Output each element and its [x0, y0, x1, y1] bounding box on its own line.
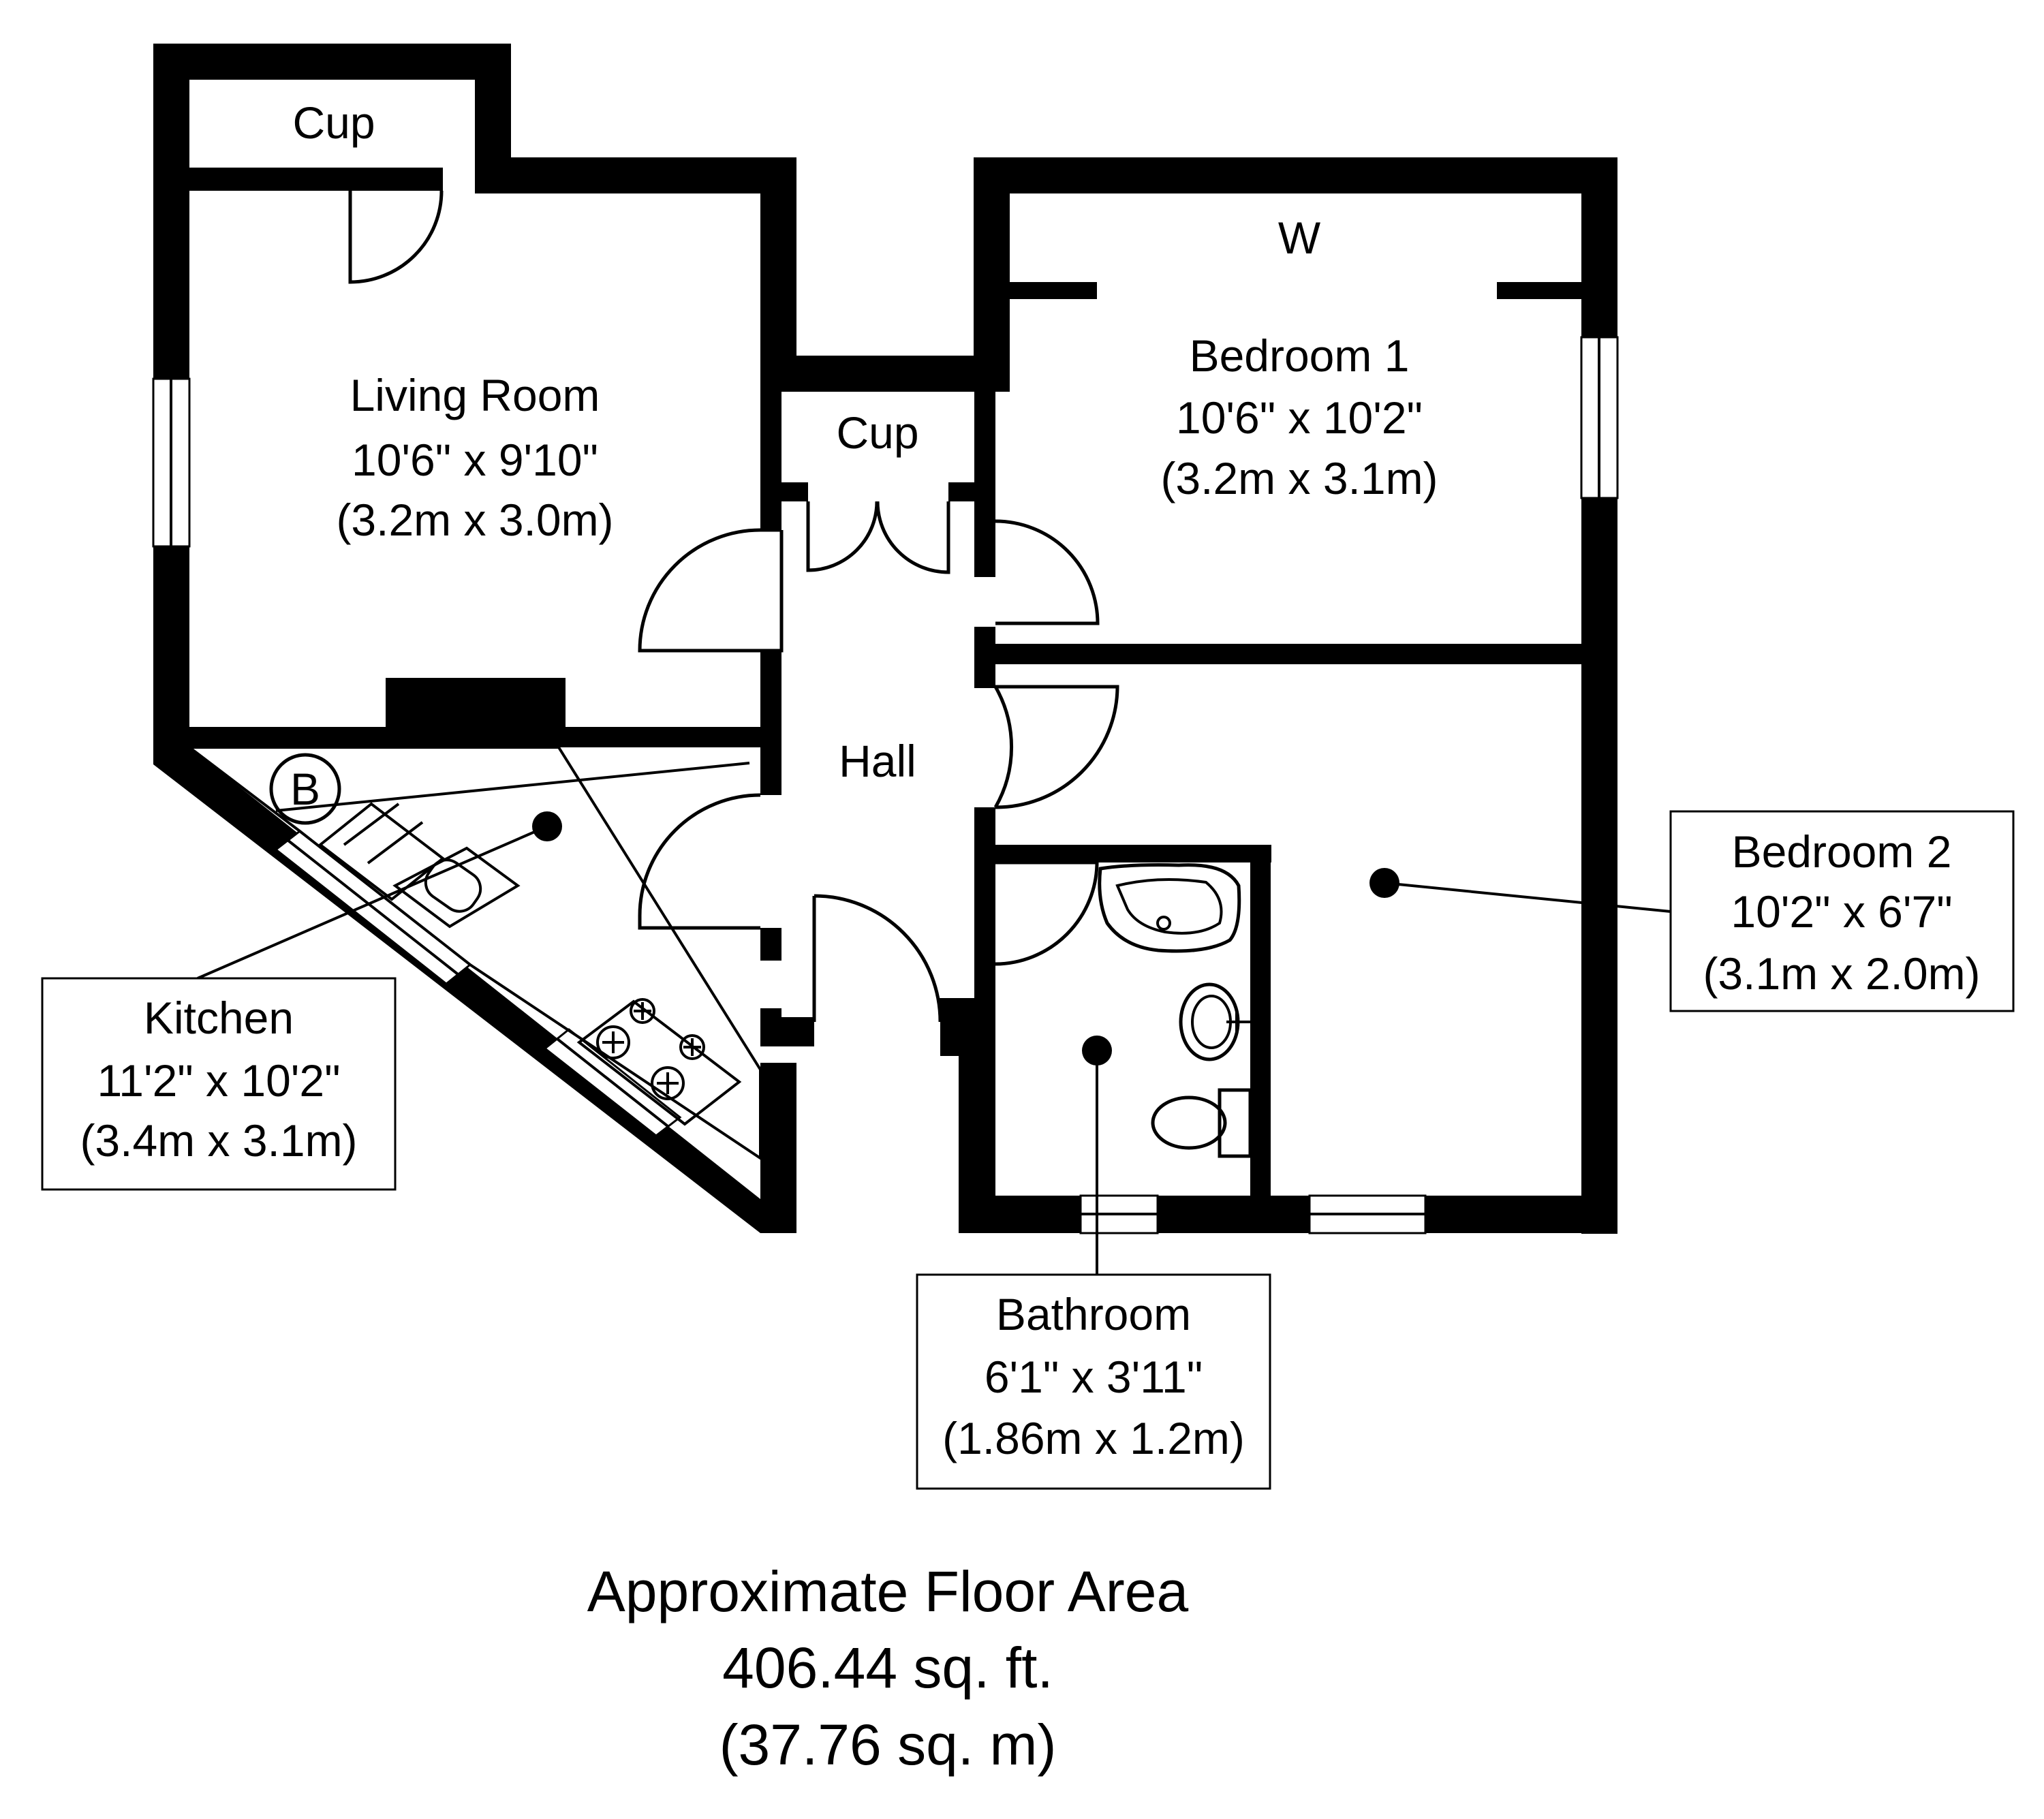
wall [974, 157, 1010, 392]
bedroom-1-metric: (3.2m x 3.1m) [1160, 453, 1438, 503]
wall [760, 482, 808, 501]
wall [760, 356, 980, 392]
wall [974, 807, 995, 845]
door-swing [995, 519, 1100, 625]
wall [781, 1017, 814, 1046]
kitchen-label-box [41, 977, 397, 1191]
wall [760, 1063, 796, 1233]
wall [974, 392, 995, 499]
living-room-name: Living Room [350, 370, 600, 420]
hall-cupboard-label: Cup [836, 407, 918, 458]
bedroom-2-name: Bedroom 2 [1732, 826, 1952, 877]
wall [760, 157, 796, 392]
bedroom-2-metric: (3.1m x 2.0m) [1703, 948, 1980, 999]
bathroom-metric: (1.86m x 1.2m) [942, 1413, 1245, 1463]
wall [475, 157, 795, 193]
sink [392, 846, 521, 929]
wall [1010, 282, 1097, 299]
bath-basin [1115, 878, 1223, 935]
bathroom-imperial: 6'1" x 3'11" [985, 1352, 1203, 1402]
wall [1250, 845, 1271, 1226]
boiler-label: B [290, 764, 320, 814]
bathroom-label-box [916, 1273, 1271, 1490]
hob-burners [596, 998, 705, 1100]
living-room-label: Living Room 10'6" x 9'10" (3.2m x 3.0m) [336, 370, 613, 545]
floor-area-imperial: 406.44 sq. ft. [722, 1636, 1053, 1700]
wall [1581, 157, 1617, 1234]
windows [152, 336, 1619, 1234]
floor-area-summary: Approximate Floor Area 406.44 sq. ft. (3… [587, 1559, 1189, 1777]
door-swing [995, 860, 1099, 966]
door-swing [876, 501, 950, 574]
kitchen-worktop [185, 746, 762, 1161]
bedroom-2-leader [1384, 882, 1671, 913]
washbasin-bowl [1191, 995, 1232, 1049]
boiler [269, 753, 341, 825]
living-room-metric: (3.2m x 3.0m) [336, 495, 613, 545]
wall [153, 44, 511, 80]
kitchen-label: Kitchen 11'2" x 10'2" (3.4m x 3.1m) [80, 993, 357, 1166]
hob-burner [596, 1025, 630, 1059]
wall [995, 644, 1581, 664]
door-swing [812, 894, 942, 1023]
wall [760, 928, 781, 961]
wall [189, 168, 443, 191]
kitchen-metric: (3.4m x 3.1m) [80, 1115, 357, 1166]
bathroom-label: Bathroom 6'1" x 3'11" (1.86m x 1.2m) [942, 1289, 1245, 1463]
wall [475, 44, 511, 173]
bedroom-1-label: Bedroom 1 10'6" x 10'2" (3.2m x 3.1m) [1160, 330, 1438, 503]
door-swing [760, 528, 784, 653]
wall [974, 627, 995, 688]
bedroom-1-imperial: 10'6" x 10'2" [1176, 392, 1423, 443]
floor-area-title: Approximate Floor Area [587, 1559, 1189, 1623]
wall [974, 845, 995, 1001]
door-swing [993, 685, 1013, 809]
bedroom-1-name: Bedroom 1 [1190, 330, 1410, 381]
bathroom-fixtures [1098, 863, 1252, 1158]
bedroom-2-label: Bedroom 2 10'2" x 6'7" (3.1m x 2.0m) [1703, 826, 1980, 999]
door-swing [638, 528, 761, 653]
kitchen-imperial: 11'2" x 10'2" [97, 1055, 340, 1106]
upper-cupboard-label: Cup [292, 97, 375, 148]
hob-burner [630, 998, 655, 1024]
wall [948, 482, 995, 501]
hob-burner [679, 1034, 705, 1060]
wall [1497, 282, 1581, 299]
sink-bowl [424, 858, 482, 913]
living-room-imperial: 10'6" x 9'10" [352, 435, 598, 485]
hob-burner [651, 1066, 685, 1100]
doors [348, 190, 1119, 1023]
kitchen-fixtures [185, 746, 762, 1161]
door-swing [638, 793, 761, 930]
bath-drain [1156, 916, 1171, 931]
hob [576, 999, 742, 1126]
callout-leaders [197, 811, 1671, 1275]
toilet-bowl [1151, 1095, 1227, 1150]
kitchen-leader [197, 825, 548, 980]
wall [760, 392, 781, 499]
bathroom-name: Bathroom [996, 1289, 1191, 1339]
sink-drainer [318, 802, 446, 901]
bedroom-2-imperial: 10'2" x 6'7" [1731, 886, 1952, 937]
wall [995, 845, 1271, 862]
wall [760, 651, 781, 795]
wall [189, 727, 760, 747]
door-swing [348, 190, 444, 284]
wall [974, 157, 1617, 193]
wall [974, 499, 995, 577]
kitchen-name: Kitchen [144, 993, 294, 1043]
hall-label: Hall [839, 736, 916, 786]
wall [760, 499, 781, 530]
toilet-cistern [1218, 1088, 1252, 1158]
bath [1098, 863, 1241, 953]
floor-area-metric: (37.76 sq. m) [719, 1713, 1057, 1777]
wall [386, 678, 566, 727]
door-swing [806, 501, 879, 572]
door-swing [995, 685, 1119, 809]
bedroom-2-label-box [1669, 810, 2015, 1012]
wardrobe-label: W [1278, 213, 1321, 263]
wall [760, 1008, 781, 1046]
wall [959, 1196, 1617, 1233]
